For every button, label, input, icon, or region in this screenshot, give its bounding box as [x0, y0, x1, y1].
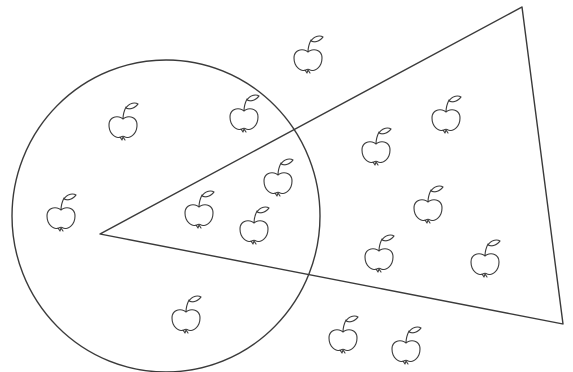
- apple-icon: [185, 191, 214, 228]
- apple-icon: [362, 128, 391, 165]
- apple-icon: [230, 95, 259, 132]
- apple-icon: [264, 159, 293, 196]
- apple-icon: [240, 207, 269, 244]
- apple-icon: [109, 103, 138, 140]
- apple-icon: [172, 296, 201, 333]
- apple-icon: [432, 96, 461, 133]
- apple-icon: [329, 316, 358, 353]
- apple-icon: [47, 194, 76, 231]
- apples-group: [47, 36, 500, 364]
- circle-shape: [12, 60, 320, 372]
- apple-icon: [392, 327, 421, 364]
- apple-icon: [294, 36, 323, 73]
- apple-icon: [471, 240, 500, 277]
- apple-icon: [365, 235, 394, 272]
- apple-icon: [414, 186, 443, 223]
- triangle-shape: [100, 7, 563, 324]
